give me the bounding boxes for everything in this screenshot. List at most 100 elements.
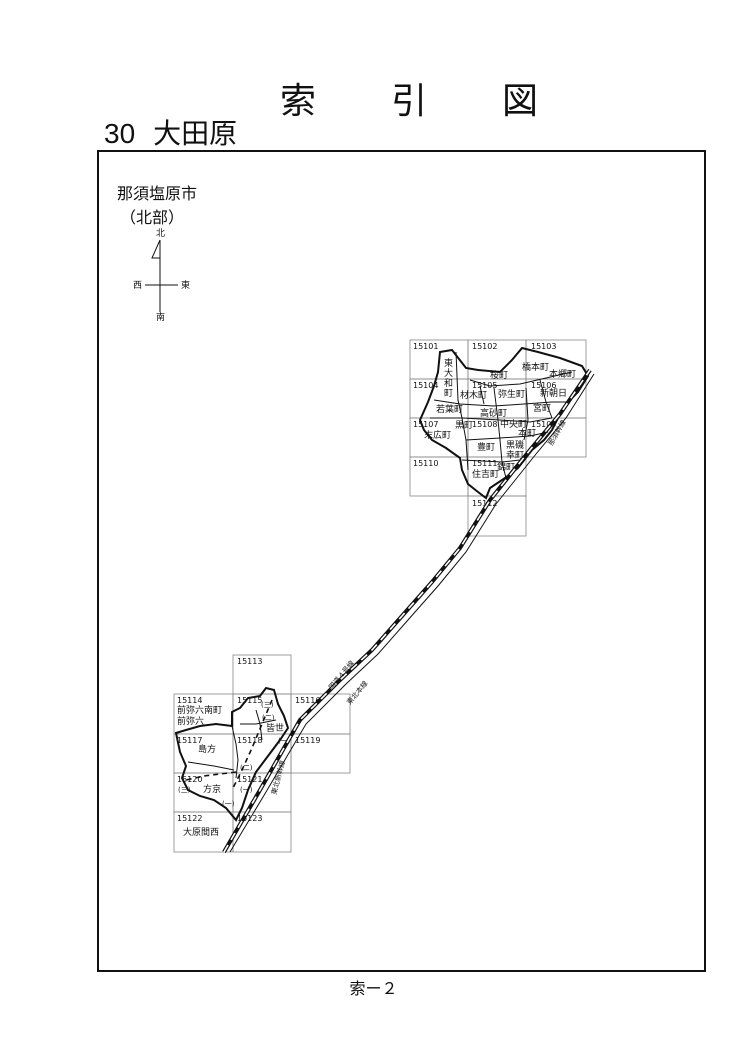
- town-border: [433, 399, 566, 407]
- grid-label: 15113: [237, 657, 262, 666]
- rail-label: 東北本線: [345, 679, 370, 706]
- grid-label: 15118: [237, 736, 262, 745]
- compass-east: 東: [181, 279, 190, 291]
- grid-label: 15105: [472, 381, 497, 390]
- grid-label: 15114: [177, 696, 202, 705]
- compass-north: 北: [156, 228, 165, 239]
- rail-line-outer: [222, 368, 592, 854]
- ward-mark: (一): [240, 786, 253, 794]
- town-label: 方京: [203, 783, 221, 795]
- ward-mark: (二): [262, 714, 275, 722]
- south-town-labels: 前弥六南町 前弥六 島方 方京 大原間西 皆世: [177, 704, 284, 838]
- town-border: [493, 387, 507, 479]
- rail-label: 国道４号線: [327, 659, 356, 692]
- town-label: 新朝日: [540, 387, 567, 399]
- grid-cell: [290, 733, 351, 774]
- town-border: [539, 379, 553, 419]
- grid-south-labels: 15113 15114 15115 15116 15117 15118 1511…: [177, 657, 320, 823]
- town-border: [255, 709, 263, 741]
- title-char: 図: [501, 81, 540, 122]
- north-arrow-icon: [151, 239, 161, 259]
- town-label: 末広町: [424, 429, 451, 441]
- grid-label: 15107: [413, 420, 438, 429]
- page-number: 索ー２: [349, 979, 398, 998]
- town-label: 大: [444, 367, 453, 379]
- town-label: 町: [444, 389, 453, 399]
- grid-label: 15112: [472, 499, 497, 508]
- grid-label: 15119: [295, 736, 320, 745]
- town-label: 桜町: [490, 369, 508, 381]
- ward-mark: (三): [178, 786, 191, 794]
- grid-label: 15104: [413, 381, 438, 390]
- title-char: 索: [280, 81, 319, 122]
- area-name: 那須塩原市: [117, 184, 198, 203]
- town-label: 高砂町: [480, 407, 507, 419]
- town-label: 黒町: [455, 420, 473, 431]
- ward-mark: (二): [240, 764, 253, 772]
- compass-south: 南: [156, 311, 165, 323]
- town-label: 豊町: [477, 441, 495, 453]
- grid-label: 15103: [531, 342, 556, 351]
- town-label: 前弥六: [177, 715, 204, 727]
- grid-label: 15110: [413, 459, 438, 468]
- town-label: 弥生町: [498, 388, 525, 400]
- north-town-borders: [430, 351, 573, 479]
- south-district-boundary: [174, 686, 290, 822]
- town-border: [461, 459, 521, 463]
- town-border: [523, 387, 529, 441]
- grid-label: 15102: [472, 342, 497, 351]
- map-frame: [97, 150, 706, 972]
- town-border: [240, 719, 277, 725]
- ward-border-dashed: [231, 699, 273, 791]
- grid-north-labels: 15101 15102 15103 15104 15105 15106 1510…: [413, 342, 556, 508]
- town-label: 幸町: [506, 450, 524, 461]
- section-number: 30: [104, 118, 136, 149]
- town-label: 本郷町: [549, 368, 576, 380]
- compass: 北 南 東 西: [133, 228, 190, 323]
- town-label: 橋本町: [522, 361, 549, 373]
- town-label: 若葉町: [436, 403, 463, 415]
- ward-mark: (一): [222, 800, 235, 808]
- grid-label: 15111: [472, 459, 497, 468]
- town-label: 宮町: [533, 402, 551, 414]
- rail-label: 東北新幹線: [269, 759, 287, 795]
- town-label: 島方: [198, 743, 216, 755]
- grid-label: 15109: [531, 420, 556, 429]
- grid-label: 15101: [413, 342, 438, 351]
- rail-corridor: [222, 368, 595, 854]
- grid-cell: [467, 495, 527, 537]
- town-label: 和: [444, 378, 453, 389]
- town-label: 住吉町: [472, 468, 499, 480]
- section-heading: 30 大田原: [104, 112, 237, 152]
- town-label: 中央町: [500, 418, 527, 430]
- grid-label: 15122: [177, 814, 202, 823]
- ward-mark: (三): [261, 701, 274, 709]
- section-name: 大田原: [153, 117, 238, 150]
- title-char: 引: [390, 81, 429, 122]
- south-boundary-dashes: [185, 699, 273, 791]
- town-label: 本町: [518, 427, 536, 439]
- town-label: 錦町: [497, 461, 515, 473]
- grid-label: 15115: [237, 696, 262, 705]
- town-border: [479, 385, 485, 405]
- town-label: 皆世: [266, 722, 284, 734]
- ward-border-dashed: [185, 771, 237, 781]
- ward-mark: (一): [278, 737, 291, 745]
- north-town-labels: 東 大 和 町 桜町 橋本町 本郷町 材木町 弥生町 新朝日 若葉町 高砂町 宮…: [424, 357, 576, 480]
- compass-west: 西: [133, 280, 142, 291]
- town-label: 黒磯: [506, 439, 524, 451]
- town-label: 前弥六南町: [177, 704, 222, 716]
- grid-label: 15108: [472, 420, 497, 429]
- town-border: [231, 725, 239, 779]
- grid-label: 15116: [295, 696, 320, 705]
- ward-marks: (三) (二) (二) (三) (一) (一) (一): [178, 701, 291, 808]
- grid-label: 15121: [237, 775, 262, 784]
- page-title: 索 引 図: [280, 72, 540, 124]
- grid-label: 15117: [177, 736, 202, 745]
- south-town-borders: [187, 709, 277, 779]
- town-label: 東: [444, 357, 453, 369]
- grid-cell: [232, 811, 292, 853]
- road-line: [229, 373, 595, 853]
- town-label: 大原間西: [183, 826, 219, 838]
